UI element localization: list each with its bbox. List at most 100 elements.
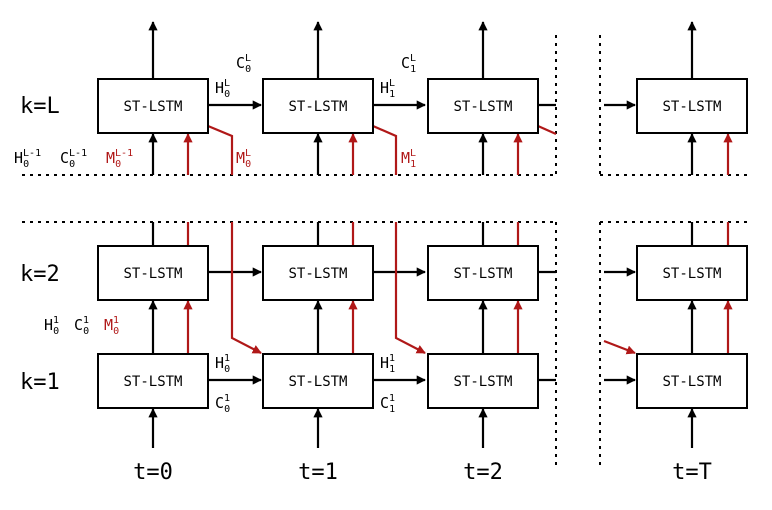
cell-label: ST-LSTM: [123, 374, 182, 390]
variable-symbol: H: [380, 79, 389, 97]
row-label-k-2: k=2: [20, 262, 60, 287]
variable-superscript: 1: [389, 353, 395, 364]
st-lstm-cell: [97, 353, 209, 409]
st-lstm-cell: [427, 78, 539, 134]
st-lstm-cell: [262, 245, 374, 301]
variable-superscript: L: [389, 78, 395, 89]
cell-label: ST-LSTM: [288, 374, 347, 390]
variable-subscript: 0: [224, 364, 230, 375]
time-label-t2: t=2: [463, 460, 503, 485]
cell-label: ST-LSTM: [453, 374, 512, 390]
variable-superscript: L: [245, 148, 251, 159]
variable-superscript: L: [224, 78, 230, 89]
variable-symbol: C: [401, 54, 410, 72]
cell-label: ST-LSTM: [288, 266, 347, 282]
st-lstm-cell: [97, 78, 209, 134]
variable-subscript: 0: [224, 89, 230, 100]
variable-subscript: 0: [113, 326, 119, 337]
st-lstm-cell: [636, 353, 748, 409]
variable-superscript: 1: [53, 315, 59, 326]
variable-superscript: 1: [113, 315, 119, 326]
variable-superscript: L-1: [69, 148, 87, 159]
variable-superscript: 1: [389, 393, 395, 404]
time-label-t0: t=0: [133, 460, 173, 485]
variable-superscript: L-1: [115, 148, 133, 159]
red-memory-arrows: [183, 124, 733, 355]
time-label-t1: t=1: [298, 460, 338, 485]
row-label-k-1: k=1: [20, 370, 60, 395]
variable-symbol: C: [60, 149, 69, 167]
variable-symbol: C: [74, 316, 83, 334]
cell-label: ST-LSTM: [662, 266, 721, 282]
cell-label: ST-LSTM: [662, 374, 721, 390]
st-lstm-cell: [427, 245, 539, 301]
st-lstm-cell: [262, 78, 374, 134]
variable-subscript: 0: [224, 404, 230, 415]
variable-subscript: 1: [389, 404, 395, 415]
cells-row-1: ST-LSTM ST-LSTM ST-LSTM ST-LSTM: [97, 353, 748, 409]
time-label-tT: t=T: [672, 460, 712, 485]
variable-symbol: C: [236, 54, 245, 72]
cell-label: ST-LSTM: [453, 99, 512, 115]
variable-superscript: L: [245, 53, 251, 64]
variable-subscript: 1: [389, 89, 395, 100]
variable-symbol: H: [215, 79, 224, 97]
variable-subscript: 0: [245, 159, 251, 170]
variable-subscript: 1: [410, 159, 416, 170]
st-lstm-cell: [636, 245, 748, 301]
variable-symbol: M: [104, 316, 113, 334]
variable-subscript: 0: [245, 64, 251, 75]
cell-label: ST-LSTM: [288, 99, 347, 115]
st-lstm-cell: [427, 353, 539, 409]
variable-symbol: M: [236, 149, 245, 167]
variable-subscript: 0: [115, 159, 121, 170]
variable-superscript: 1: [224, 353, 230, 364]
cell-label: ST-LSTM: [123, 266, 182, 282]
st-lstm-cell: [262, 353, 374, 409]
variable-superscript: L: [410, 148, 416, 159]
variable-symbol: H: [44, 316, 53, 334]
variable-symbol: C: [215, 394, 224, 412]
variable-symbol: M: [106, 149, 115, 167]
variable-symbol: H: [215, 354, 224, 372]
variable-symbol: C: [380, 394, 389, 412]
variable-subscript: 1: [410, 64, 416, 75]
variable-superscript: L: [410, 53, 416, 64]
variable-subscript: 0: [23, 159, 29, 170]
cells-row-2: ST-LSTM ST-LSTM ST-LSTM ST-LSTM: [97, 245, 748, 301]
cells-row-L: ST-LSTM ST-LSTM ST-LSTM ST-LSTM: [97, 78, 748, 134]
variable-symbol: M: [401, 149, 410, 167]
st-lstm-cell: [636, 78, 748, 134]
dashed-separators: [22, 35, 750, 468]
variable-superscript: 1: [83, 315, 89, 326]
variable-subscript: 0: [83, 326, 89, 337]
cell-label: ST-LSTM: [453, 266, 512, 282]
st-lstm-cell: [97, 245, 209, 301]
cell-label: ST-LSTM: [123, 99, 182, 115]
variable-symbol: H: [14, 149, 23, 167]
cell-label: ST-LSTM: [662, 99, 721, 115]
variable-superscript: 1: [224, 393, 230, 404]
row-label-k-L: k=L: [20, 94, 60, 119]
variable-symbol: H: [380, 354, 389, 372]
variable-superscript: L-1: [23, 148, 41, 159]
black-arrows: [148, 21, 697, 448]
variable-subscript: 0: [69, 159, 75, 170]
